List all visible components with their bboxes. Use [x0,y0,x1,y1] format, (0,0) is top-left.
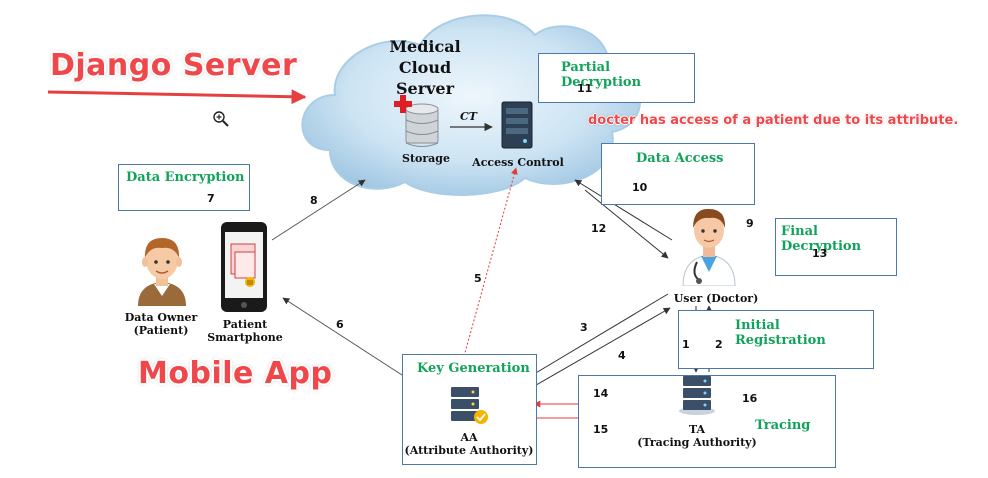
partial-decryption-box: Partial Decryption 11 [538,53,695,103]
step-4: 4 [618,349,626,362]
ta-label-line2: (Tracing Authority) [637,436,757,449]
final-decryption-box: Final Decryption 13 [775,218,897,276]
data-access-box: Data Access 10 [601,143,755,205]
step-15: 15 [593,423,609,436]
smartphone-label-line1: Patient [222,318,268,331]
aa-label-line2: (Attribute Authority) [404,444,534,457]
data-owner-label: Data Owner (Patient) [118,311,204,337]
django-server-annotation: Django Server [50,48,298,83]
data-encryption-title: Data Encryption [126,170,245,185]
storage-label: Storage [402,152,450,165]
data-encryption-box: Data Encryption 7 [118,164,250,211]
initial-registration-box: Initial Registration [678,310,874,369]
smartphone-label-line2: Smartphone [207,331,283,344]
final-decryption-title: Final Decryption [781,224,862,254]
initial-registration-title: Initial Registration [735,318,826,348]
data-owner-label-line1: Data Owner [124,311,198,324]
step-7: 7 [207,192,215,205]
step-3: 3 [580,321,588,334]
step-6: 6 [336,318,344,331]
tracing-title: Tracing [755,418,811,433]
step-9: 9 [746,217,754,230]
step-5: 5 [474,272,482,285]
cloud-title-line1: Medical [389,37,461,56]
cloud-title-line2: Cloud Server [395,58,455,98]
smartphone-label: Patient Smartphone [204,318,286,344]
partial-decryption-title: Partial Decryption [561,60,642,90]
smartphone-icon [219,220,271,318]
cloud-title: Medical Cloud Server [375,36,475,99]
zoom-in-cursor-icon [212,110,230,132]
doctor-access-note: docter has access of a patient due to it… [588,113,959,128]
step-10: 10 [632,181,648,194]
step-1: 1 [682,338,690,351]
step-2: 2 [715,338,723,351]
data-owner-label-line2: (Patient) [133,324,189,337]
storage-icon [392,95,440,154]
step-13: 13 [812,247,828,260]
doctor-avatar-icon [677,200,741,290]
ta-label-line1: TA [688,423,706,436]
aa-label-line1: AA [460,431,478,444]
access-control-label: Access Control [472,156,564,169]
data-access-title: Data Access [636,151,724,166]
server-rack-icon [500,100,534,154]
ta-label: TA (Tracing Authority) [637,423,757,449]
step-11: 11 [577,82,593,95]
key-generation-title: Key Generation [417,361,530,376]
step-8: 8 [310,194,318,207]
tracing-box: Tracing 16 TA (Tracing Authority) [578,375,836,468]
tracing-server-icon [677,374,717,420]
authority-server-icon [449,385,489,431]
doctor-label: User (Doctor) [673,292,759,305]
aa-label: AA (Attribute Authority) [403,431,535,457]
step-14: 14 [593,387,609,400]
step-16: 16 [742,392,758,405]
ct-label: CT [460,110,477,123]
patient-avatar-icon [130,232,194,310]
mobile-app-annotation: Mobile App [138,356,333,391]
key-generation-box: Key Generation AA (Attribute Authority) [402,354,537,465]
step-12: 12 [591,222,607,235]
